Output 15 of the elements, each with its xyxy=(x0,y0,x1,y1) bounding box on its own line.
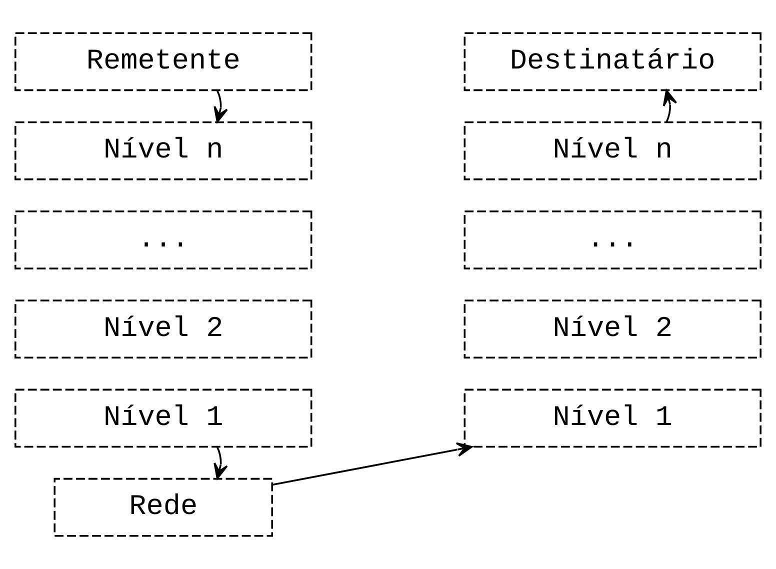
arrow xyxy=(214,90,228,123)
node-box: ... xyxy=(464,210,762,270)
node-box: Remetente xyxy=(14,32,312,92)
node-box: Nível 1 xyxy=(464,388,762,448)
node-box: ... xyxy=(14,210,312,270)
arrow xyxy=(272,442,473,486)
node-box: Rede xyxy=(54,478,274,537)
arrow xyxy=(214,446,228,480)
node-box: Nível n xyxy=(464,121,762,180)
node-box: Nível 1 xyxy=(14,388,312,448)
node-box: Nível n xyxy=(14,121,312,180)
arrow xyxy=(662,90,678,122)
node-box: Nível 2 xyxy=(14,300,312,358)
node-box: Destinatário xyxy=(464,32,762,92)
node-box: Nível 2 xyxy=(464,300,762,358)
